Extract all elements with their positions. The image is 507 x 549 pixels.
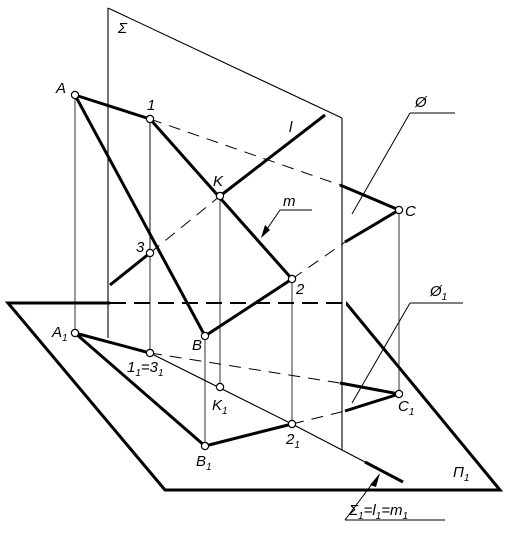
plane-pi1 [4,301,504,492]
leader-sigma1-arrowhead [370,473,380,487]
trace-m: m [390,502,403,519]
label-pi1: Π1 [453,464,469,484]
label-phi1-main: Ø [429,283,443,300]
point-1 [145,114,155,124]
edge-1-c-hidden [149,118,341,186]
point-a [70,90,80,100]
trace-eq1: = [364,502,373,519]
label-21-sub: 1 [294,440,300,451]
points [70,90,404,451]
label-b: B [192,337,202,354]
point-a1 [70,328,80,338]
label-13-eq3-sub: 1 [158,368,164,379]
edge-a1-b1 [74,331,206,448]
label-13-one-sub: 1 [135,368,141,379]
line-l-hidden [149,195,221,254]
label-21: 21 [285,431,300,451]
leader-phi1 [351,302,411,404]
edge-13-c1-hidden [149,352,341,384]
point-13 [145,348,155,358]
edge-a1-13 [74,331,151,355]
projection-lines [74,95,400,446]
edge-b-2 [204,277,293,338]
edge-b1-21 [204,422,293,448]
label-13-one: 1 [127,359,135,376]
label-phi: Ø [414,94,428,111]
label-m: m [283,193,296,210]
edge-2-c-hidden [291,241,346,280]
label-l: l [289,119,293,136]
label-a1: A1 [51,324,68,344]
label-b1-sub: 1 [206,462,212,473]
leader-sigma1 [344,479,376,521]
edge-b1c1-visible [344,392,400,413]
label-21-main: 2 [285,431,295,448]
label-1: 1 [147,97,155,114]
edge-a1 [74,93,151,121]
label-c: C [405,203,416,220]
line-l-lower [109,251,151,287]
point-k1 [215,382,225,392]
label-b1: B1 [196,453,212,473]
label-k1-main: K [212,397,223,414]
label-trace: Σ1=l1=m1 [348,502,408,522]
label-a1-sub: 1 [62,333,68,344]
trace-eq2: = [381,502,390,519]
label-3: 3 [136,239,145,256]
label-sigma: Σ [117,20,128,37]
point-b [200,331,210,341]
label-k: K [213,173,224,190]
plane-sigma-top-edge [107,7,343,119]
leader-phi [351,112,411,215]
edge-ab [73,94,207,337]
edge-bc-visible [344,208,400,244]
label-pi1-main: Π [453,464,464,481]
trace-m-sub: 1 [403,511,409,522]
label-c1-sub: 1 [409,407,415,418]
label-2: 2 [295,281,305,298]
trace-sigma1-end [364,460,404,484]
label-phi1-sub: 1 [442,292,448,303]
edge-21-c1-hidden [291,410,346,425]
label-c1: C1 [398,398,414,418]
label-13: 11=31 [127,359,164,379]
edge-c1-visible [339,381,400,396]
label-a: A [55,80,66,97]
trace-sigma1 [291,423,366,463]
point-c1 [394,389,404,399]
label-a1-main: A [51,324,62,341]
point-3 [145,248,155,258]
edge-c-visible [339,183,400,212]
label-pi1-sub: 1 [464,473,470,484]
trace-s: Σ [348,502,359,519]
trace-l: l [372,502,376,519]
label-c1-main: C [398,398,409,415]
trace-l-sub: 1 [376,511,382,522]
label-k1: K1 [212,397,228,417]
trace-s-sub: 1 [358,511,364,522]
point-c [394,205,404,215]
label-13-eq3: =3 [141,359,159,376]
point-21 [287,419,297,429]
label-phi1: Ø1 [429,283,447,303]
line-l [219,113,326,198]
point-b1 [200,441,210,451]
point-2 [287,274,297,284]
point-k [215,191,225,201]
label-b1-main: B [196,453,206,470]
leader-m-arrowhead [261,225,270,238]
label-k1-sub: 1 [222,406,228,417]
